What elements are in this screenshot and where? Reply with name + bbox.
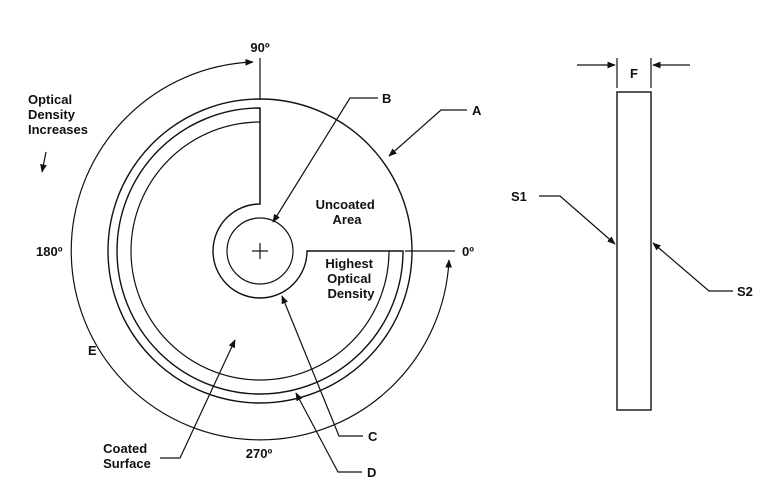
callout-a: A (472, 103, 482, 118)
label-angle-90: 90º (250, 40, 269, 55)
leader-b (272, 97, 378, 223)
leader-s1 (539, 195, 616, 245)
label-uncoated-area: Uncoated Area (316, 197, 379, 227)
density-direction-arc (70, 58, 452, 441)
label-coated-surface: Coated Surface (103, 441, 151, 471)
density-increase-arrow (40, 151, 47, 173)
leader-coated (160, 339, 236, 459)
callout-e: E (88, 343, 97, 358)
callout-c: C (368, 429, 378, 444)
label-s1: S1 (511, 189, 527, 204)
wheel-side-view: F S1 S2 (511, 58, 753, 411)
leader-s2 (652, 242, 733, 292)
callout-b: B (382, 91, 391, 106)
wheel-front-view: 90º 180º 270º 0º Optical Density Increas… (28, 40, 482, 480)
leader-d (295, 392, 362, 473)
label-angle-270: 270º (246, 446, 273, 461)
leader-c (281, 295, 363, 437)
side-profile (616, 91, 652, 411)
label-angle-180: 180º (36, 244, 63, 259)
callout-d: D (367, 465, 376, 480)
label-s2: S2 (737, 284, 753, 299)
label-thickness-f: F (630, 66, 638, 81)
leader-a (388, 109, 467, 157)
label-highest-optical-density: Highest Optical Density (325, 256, 376, 301)
coated-region-boundary (116, 107, 404, 395)
label-angle-0: 0º (462, 244, 474, 259)
label-optical-density-increases: Optical Density Increases (28, 92, 88, 137)
inner-track-arc (130, 121, 390, 381)
